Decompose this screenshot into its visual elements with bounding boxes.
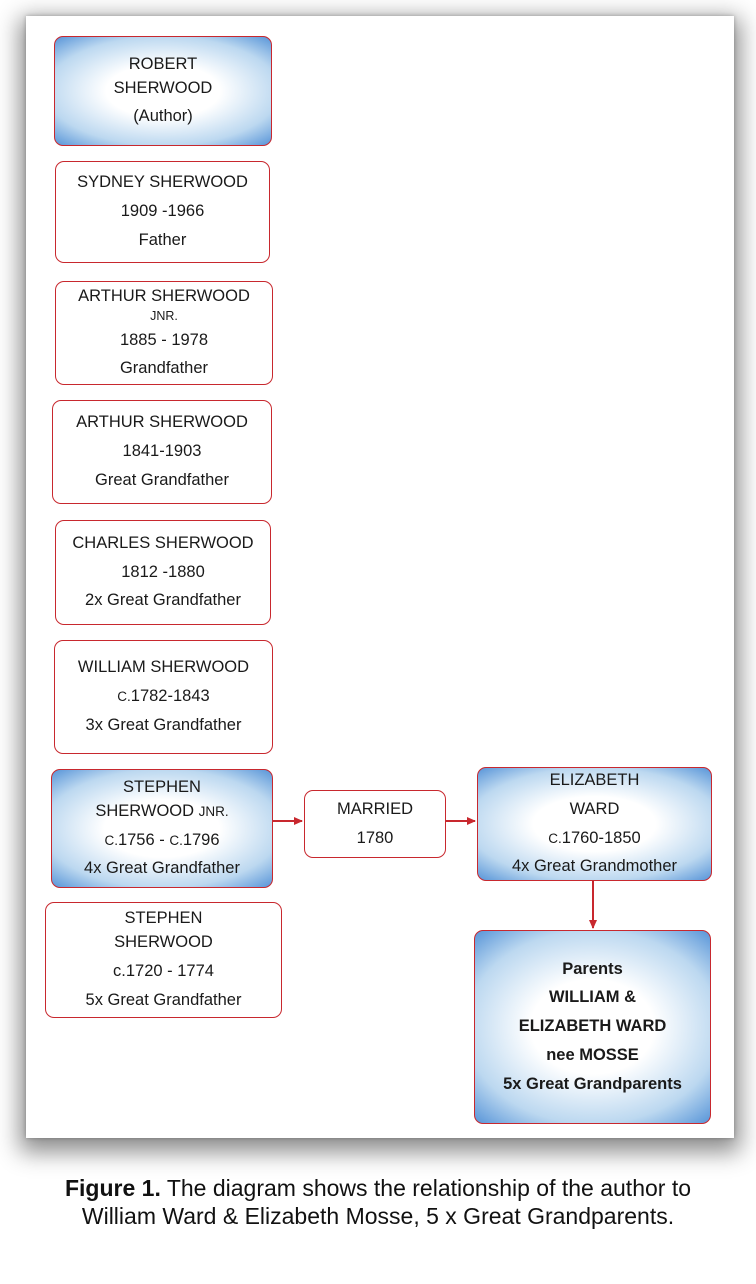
charles-relation: 2x Great Grandfather (85, 591, 241, 610)
stephen-jnr-dates: C.1756 - C.1796 (104, 831, 219, 851)
stephen-line1: STEPHEN (124, 909, 203, 928)
arthur-jnr-relation: Grandfather (119, 359, 209, 378)
box-stephen-sherwood: STEPHEN SHERWOOD c.1720 - 1774 5x Great … (45, 902, 282, 1018)
box-stephen-sherwood-jnr: STEPHEN SHERWOOD JNR. C.1756 - C.1796 4x… (51, 769, 273, 888)
elizabeth-relation: 4x Great Grandmother (511, 857, 678, 876)
parents-line3: ELIZABETH WARD (518, 1017, 667, 1036)
box-sydney-sherwood: SYDNEY SHERWOOD 1909 -1966 Father (55, 161, 270, 263)
william-dates: C.1782-1843 (117, 687, 209, 707)
box-parents-ward: Parents WILLIAM & ELIZABETH WARD nee MOS… (474, 930, 711, 1124)
william-dates-value: 1782-1843 (130, 687, 210, 706)
sydney-relation: Father (138, 230, 187, 249)
stephen-jnr-line2-row: SHERWOOD JNR. (95, 802, 228, 822)
stephen-jnr-prefix2: C. (169, 832, 183, 848)
stephen-line2: SHERWOOD (114, 933, 213, 952)
stephen-jnr-prefix1: C. (104, 832, 118, 848)
arthur-relation: Great Grandfather (95, 470, 229, 489)
charles-name: CHARLES SHERWOOD (72, 533, 254, 552)
parents-line2: WILLIAM & (548, 988, 637, 1007)
william-relation: 3x Great Grandfather (85, 715, 242, 734)
elizabeth-dates-prefix: C. (548, 830, 562, 846)
stephen-jnr-line2: SHERWOOD (95, 801, 195, 820)
arthur-name: ARTHUR SHERWOOD (76, 413, 248, 432)
married-year: 1780 (356, 828, 394, 847)
stephen-dates: c.1720 - 1774 (113, 962, 214, 980)
stephen-jnr-line1: STEPHEN (123, 777, 201, 796)
elizabeth-line2: WARD (569, 799, 620, 818)
parents-line1: Parents (562, 959, 623, 978)
stephen-jnr-suffix: JNR. (198, 803, 229, 819)
robert-line3: (Author) (133, 107, 193, 126)
arthur-dates: 1841-1903 (122, 442, 202, 461)
box-charles-sherwood: CHARLES SHERWOOD 1812 -1880 2x Great Gra… (55, 520, 271, 625)
stephen-jnr-relation: 4x Great Grandfather (84, 859, 240, 878)
parents-line5: 5x Great Grandparents (503, 1074, 682, 1093)
sydney-dates: 1909 -1966 (120, 202, 205, 221)
william-dates-prefix: C. (117, 689, 131, 705)
stephen-jnr-dates-end: 1796 (182, 830, 220, 849)
elizabeth-dates: C.1760-1850 (548, 829, 640, 849)
box-arthur-sherwood: ARTHUR SHERWOOD 1841-1903 Great Grandfat… (52, 400, 272, 504)
stephen-relation: 5x Great Grandfather (85, 990, 242, 1009)
robert-line2: SHERWOOD (113, 78, 213, 97)
stephen-jnr-dates-mid: 1756 - (117, 830, 170, 849)
arthur-jnr-name: ARTHUR SHERWOOD (78, 286, 250, 305)
box-married: MARRIED 1780 (304, 790, 446, 858)
elizabeth-dates-value: 1760-1850 (561, 828, 641, 847)
charles-dates: 1812 -1880 (121, 562, 205, 581)
parents-line4: nee MOSSE (546, 1045, 639, 1064)
caption-text: The diagram shows the relationship of th… (81, 1175, 692, 1230)
elizabeth-line1: ELIZABETH (549, 770, 640, 789)
william-name: WILLIAM SHERWOOD (77, 658, 250, 677)
married-label: MARRIED (336, 799, 414, 818)
robert-line1: ROBERT (128, 54, 198, 73)
caption-label: Figure 1. (64, 1175, 161, 1201)
box-arthur-sherwood-jnr: ARTHUR SHERWOOD JNR. 1885 - 1978 Grandfa… (55, 281, 273, 385)
box-william-sherwood: WILLIAM SHERWOOD C.1782-1843 3x Great Gr… (54, 640, 273, 754)
box-robert-sherwood: ROBERT SHERWOOD (Author) (54, 36, 272, 146)
arthur-jnr-dates: 1885 - 1978 (119, 330, 209, 349)
figure-caption: Figure 1. The diagram shows the relation… (40, 1174, 716, 1230)
sydney-name: SYDNEY SHERWOOD (77, 173, 248, 192)
box-elizabeth-ward: ELIZABETH WARD C.1760-1850 4x Great Gran… (477, 767, 712, 881)
arthur-jnr-suffix: JNR. (150, 308, 178, 323)
